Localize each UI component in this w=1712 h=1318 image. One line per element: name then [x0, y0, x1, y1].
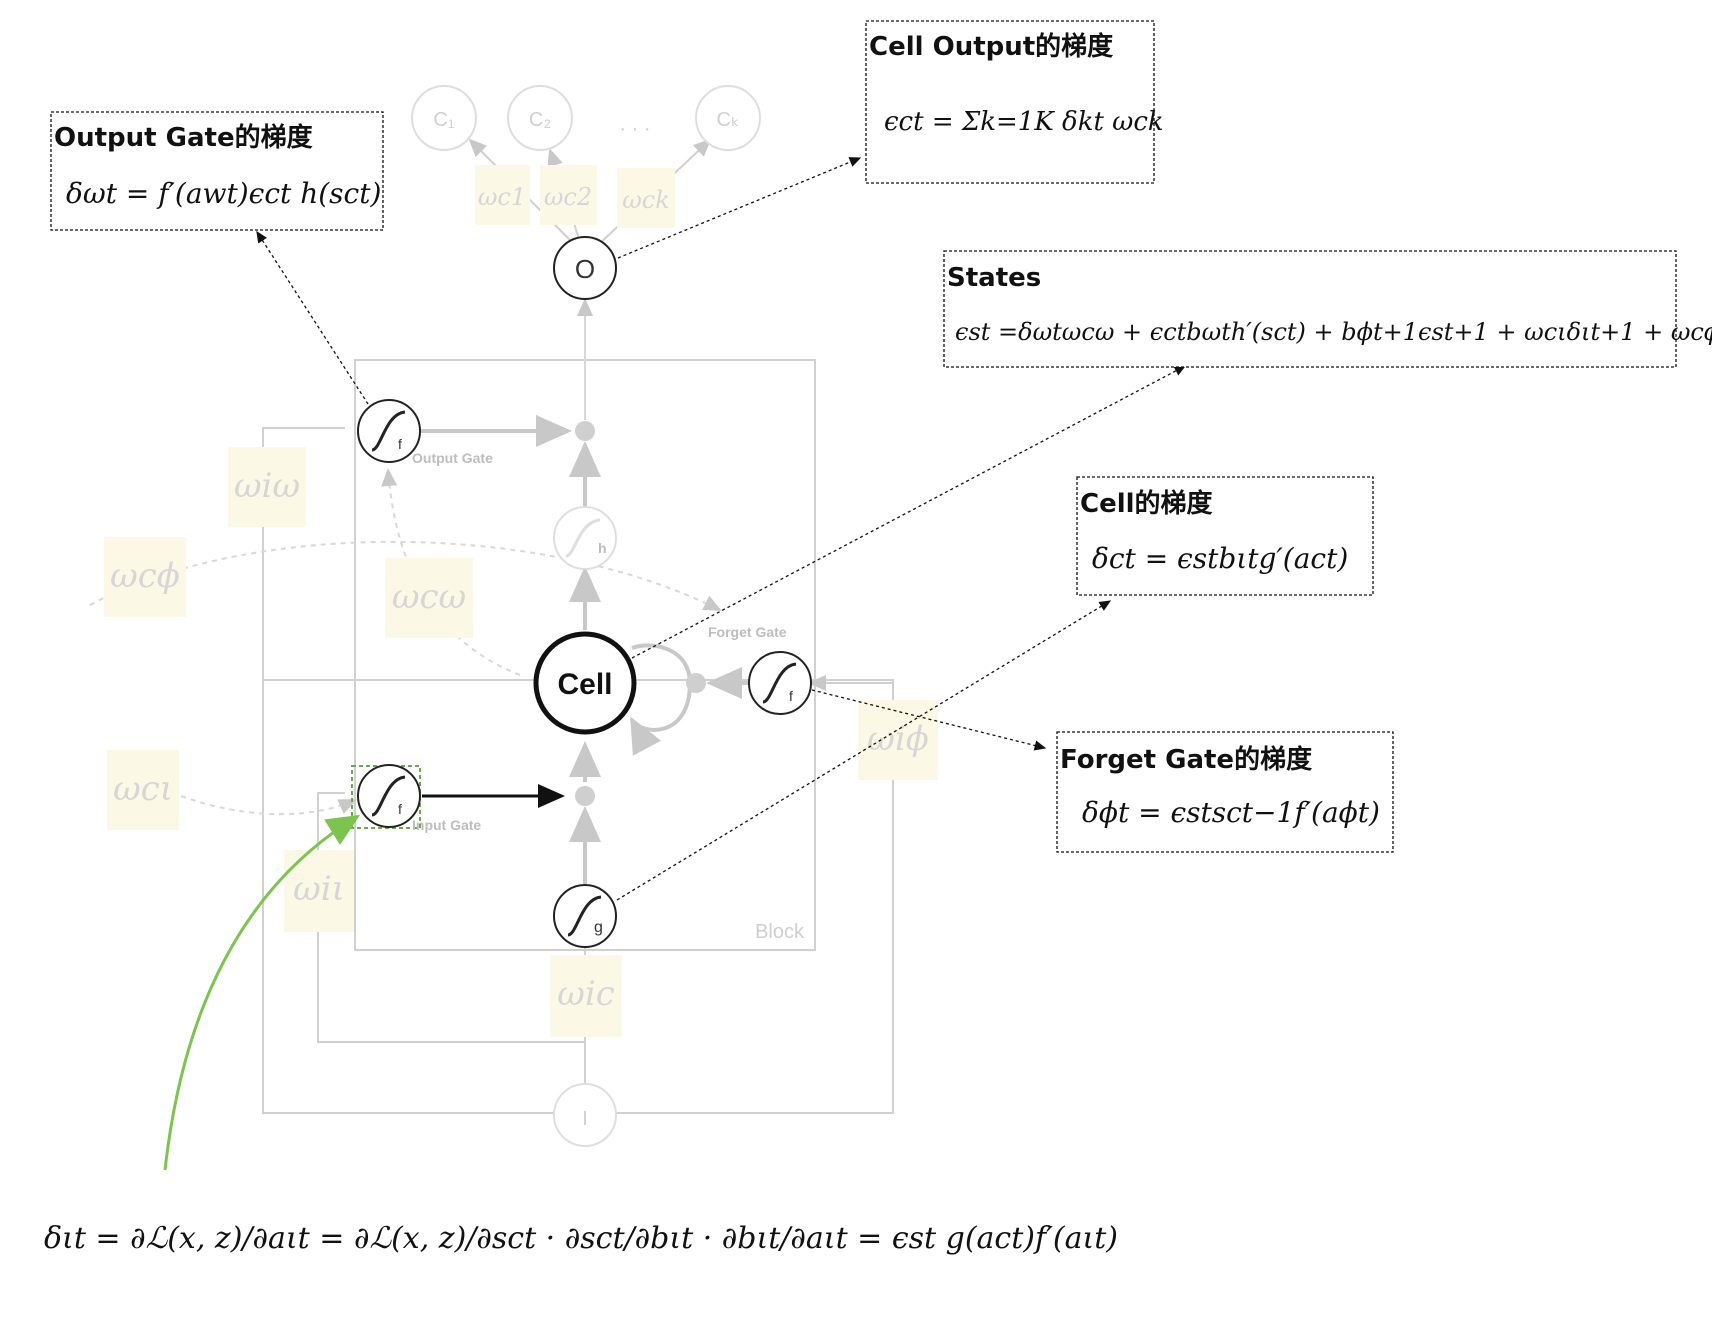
- forget-gate-box: Forget Gate的梯度 δϕt = ϵstsct−1f′(aϕt): [1056, 731, 1394, 853]
- svg-text:ωcι: ωcι: [113, 769, 173, 809]
- cell-gradient-formula: δct = ϵstbιtg′(act): [1092, 542, 1348, 575]
- c2-node: C₂: [507, 85, 573, 151]
- svg-text:f: f: [398, 801, 402, 817]
- g-activation-node: g: [553, 884, 617, 948]
- weight-w-iw: ωiω: [228, 447, 306, 527]
- cell-self-loop-top: [631, 643, 692, 684]
- peephole-cw-curve: [381, 468, 521, 676]
- weight-w-iphi: ωiϕ: [858, 700, 938, 780]
- svg-text:f: f: [789, 688, 793, 704]
- cell-output-box: Cell Output的梯度 ϵct = Σk=1K δkt ωck: [865, 20, 1164, 184]
- input-gate-gradient-formula: διt = ∂ℒ(x, z)/∂aιt = ∂ℒ(x, z)/∂sct · ∂s…: [44, 1221, 1118, 1256]
- svg-text:ωc2: ωc2: [544, 183, 592, 211]
- svg-text:g: g: [594, 919, 603, 936]
- arrow-cell-to-states-box: [631, 365, 1187, 659]
- arrow-output-gate-to-box: [256, 230, 369, 405]
- weight-w-cl: ωcι: [107, 750, 179, 830]
- svg-text:Cell: Cell: [557, 668, 612, 701]
- svg-text:ωck: ωck: [622, 186, 670, 214]
- input-gate-node: f: [357, 764, 421, 828]
- arrow-output-to-cell-output-box: [617, 157, 862, 259]
- forget-gate-formula: δϕt = ϵstsct−1f′(aϕt): [1082, 796, 1380, 829]
- arrow-g-to-cell-box: [616, 600, 1112, 901]
- input-multiply-dot: [575, 786, 595, 806]
- svg-text:Cₖ: Cₖ: [717, 109, 740, 131]
- svg-text:ωiω: ωiω: [234, 466, 300, 506]
- cell-output-formula: ϵct = Σk=1K δkt ωck: [884, 107, 1164, 137]
- svg-text:ωcω: ωcω: [392, 577, 467, 617]
- output-gate-box: Output Gate的梯度 δωt = f′(awt)ϵct h(sct): [50, 111, 384, 231]
- states-title: States: [947, 263, 1041, 293]
- c1-node: C₁: [411, 85, 477, 151]
- output-gate-title: Output Gate的梯度: [54, 122, 313, 153]
- svg-text:ωcϕ: ωcϕ: [110, 556, 180, 596]
- input-node: I: [553, 1083, 617, 1147]
- forget-gate-node: f: [748, 651, 812, 715]
- svg-text:C₂: C₂: [529, 109, 551, 131]
- input-gate-label: Input Gate: [412, 817, 481, 833]
- block-label: Block: [755, 921, 805, 943]
- green-arrow-to-input-gate: [163, 814, 361, 1171]
- cell-node: Cell: [533, 631, 637, 735]
- ck-node: Cₖ: [695, 85, 761, 151]
- output-multiply-dot: [575, 421, 595, 441]
- output-gate-node: f: [357, 399, 421, 463]
- weight-w-ck: ωck: [617, 168, 675, 228]
- states-formula: ϵst =δωtωcω + ϵctbωth′(sct) + bϕt+1ϵst+1…: [955, 318, 1712, 346]
- c-ellipsis: · · ·: [619, 118, 650, 140]
- weight-w-c2: ωc2: [540, 165, 597, 225]
- states-box: States ϵst =δωtωcω + ϵctbωth′(sct) + bϕt…: [943, 250, 1712, 368]
- weight-w-ic: ωic: [550, 955, 622, 1037]
- forget-gate-title: Forget Gate的梯度: [1060, 744, 1312, 775]
- cell-gradient-box: Cell的梯度 δct = ϵstbιtg′(act): [1076, 476, 1374, 596]
- weight-w-il: ωiι: [284, 850, 354, 932]
- weight-w-cw: ωcω: [385, 558, 473, 638]
- svg-text:O: O: [575, 254, 595, 284]
- cell-output-title: Cell Output的梯度: [869, 31, 1113, 62]
- svg-text:h: h: [598, 540, 607, 556]
- cell-gradient-title: Cell的梯度: [1080, 488, 1213, 519]
- svg-text:ωiι: ωiι: [293, 869, 345, 909]
- output-node: O: [553, 236, 617, 300]
- weight-w-c1: ωc1: [475, 165, 530, 225]
- h-activation-node: h: [553, 506, 617, 570]
- forget-gate-label: Forget Gate: [708, 624, 787, 640]
- weight-w-cphi: ωcϕ: [104, 537, 186, 617]
- output-gate-recurrent-line: [262, 427, 345, 680]
- svg-text:f: f: [398, 436, 402, 452]
- svg-text:ωc1: ωc1: [478, 183, 526, 211]
- svg-text:ωiϕ: ωiϕ: [867, 719, 929, 759]
- output-gate-label: Output Gate: [412, 450, 493, 466]
- forget-multiply-dot: [686, 673, 706, 693]
- svg-text:I: I: [582, 1108, 588, 1130]
- cell-self-loop: [630, 682, 692, 756]
- svg-text:C₁: C₁: [433, 109, 454, 131]
- arrow-forget-gate-to-box: [811, 689, 1047, 751]
- svg-text:ωic: ωic: [557, 974, 615, 1014]
- output-gate-formula: δωt = f′(awt)ϵct h(sct): [66, 177, 381, 210]
